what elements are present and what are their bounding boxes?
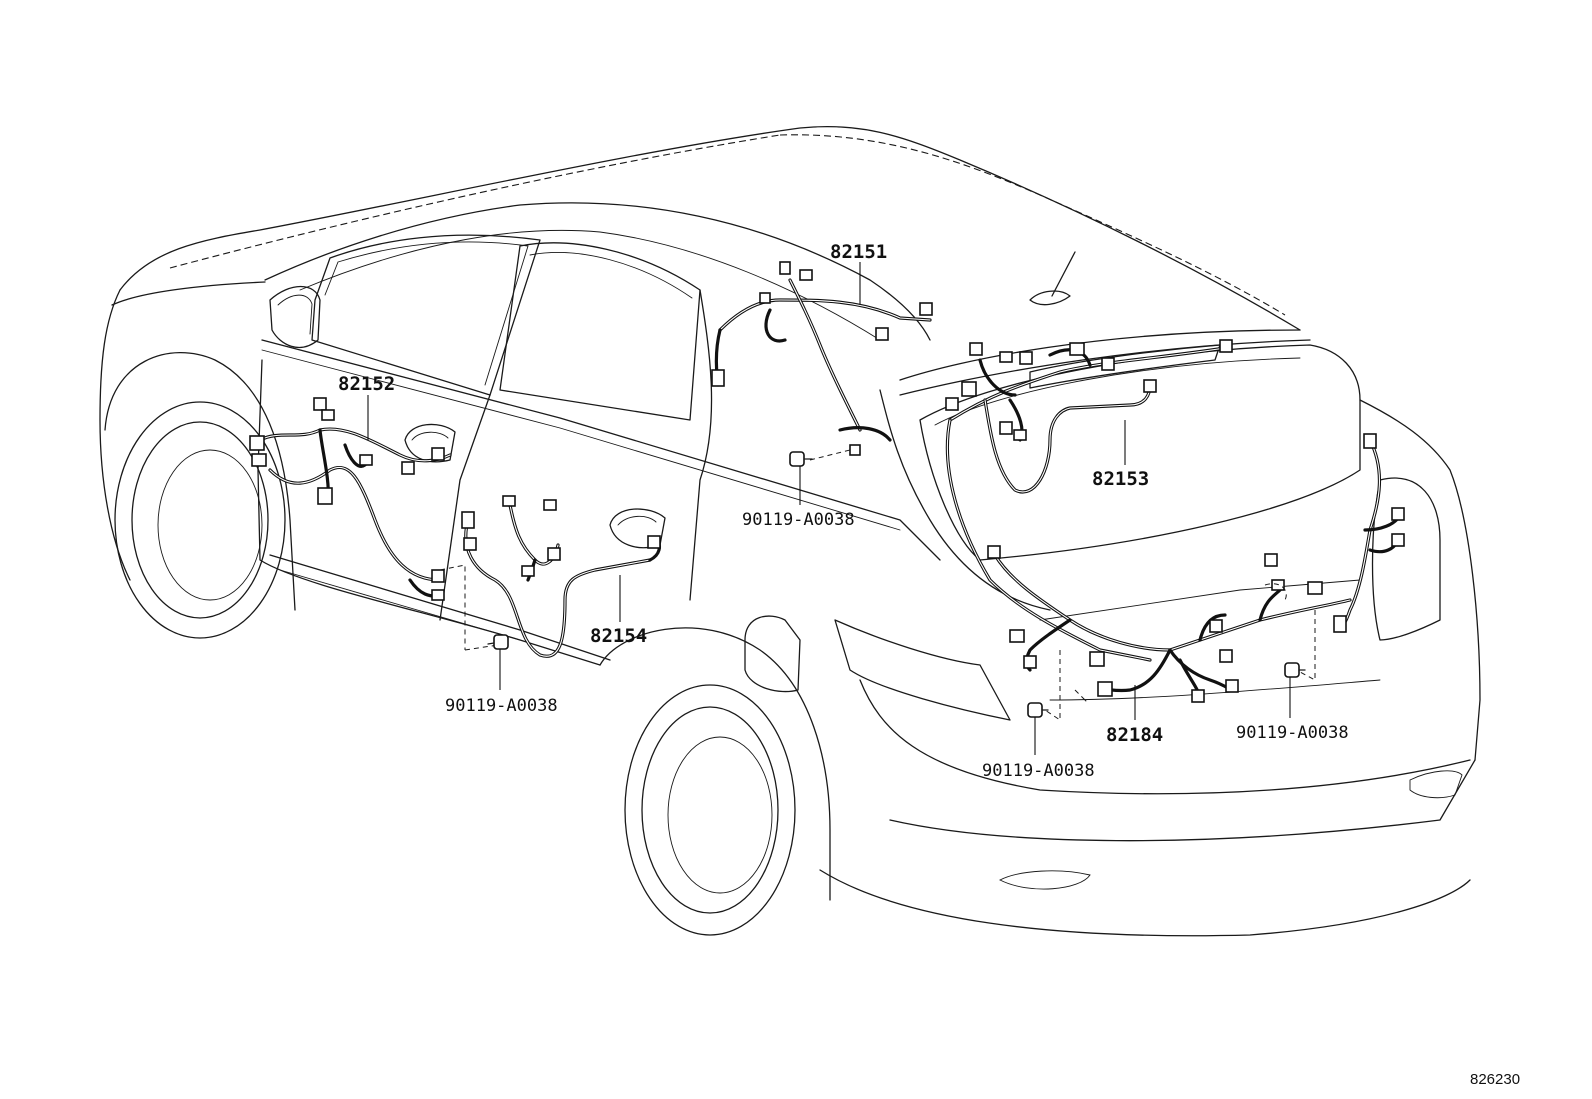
- callout-bolt-rear-right: 90119-A0038: [1236, 723, 1349, 743]
- callout-82151: 82151: [830, 241, 887, 263]
- callout-82152: 82152: [338, 373, 395, 395]
- vehicle-outline: [99, 125, 1481, 937]
- callout-82154: 82154: [590, 625, 647, 647]
- harness-rear-door-82154: [461, 495, 661, 658]
- bolt-roof: [789, 449, 851, 467]
- callout-82153: 82153: [1092, 468, 1149, 490]
- callout-bolt-front: 90119-A0038: [445, 696, 558, 716]
- harness-back-door-82153: [945, 339, 1233, 662]
- bolt-front: [439, 564, 509, 651]
- callout-bolt-rear-left: 90119-A0038: [982, 761, 1095, 781]
- callout-leaders: [367, 262, 1291, 755]
- harness-roof-82151: [711, 261, 933, 456]
- bolt-rear-left: [1027, 650, 1088, 721]
- callout-82184: 82184: [1106, 724, 1163, 746]
- harness-luggage-82184: [987, 433, 1405, 703]
- harness-front-door-82152: [249, 397, 452, 601]
- callout-bolt-roof: 90119-A0038: [742, 510, 855, 530]
- catalog-number: 826230: [1470, 1071, 1520, 1088]
- bolt-rear-right: [1264, 583, 1316, 681]
